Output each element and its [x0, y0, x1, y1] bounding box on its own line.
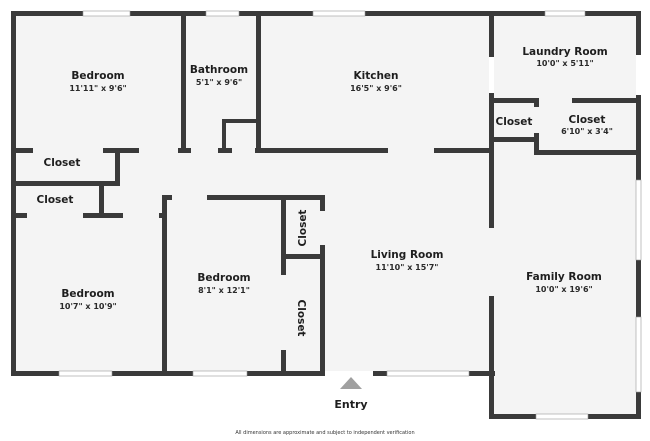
room-name: Closet	[37, 194, 74, 206]
window	[82, 10, 131, 17]
room-closet-hall-1: Closet	[44, 157, 81, 169]
window	[192, 370, 248, 377]
window	[58, 370, 113, 377]
room-dimensions: 10'0" x 19'6"	[535, 285, 592, 294]
room-name: Closet	[496, 116, 533, 128]
room-dimensions: 6'10" x 3'4"	[561, 127, 613, 136]
entry-label: Entry	[334, 398, 367, 411]
room-bedroom-2: Bedroom 10'7" x 10'9"	[59, 288, 116, 311]
room-dimensions: 11'11" x 9'6"	[69, 84, 126, 93]
window	[312, 10, 366, 17]
floor-fills	[14, 14, 636, 416]
room-dimensions: 5'1" x 9'6"	[196, 78, 242, 87]
room-closet-bedroom3-top: Closet	[297, 210, 309, 247]
room-closet-laundry-large: Closet 6'10" x 3'4"	[561, 114, 613, 136]
room-name: Bedroom	[71, 70, 124, 82]
room-dimensions: 8'1" x 12'1"	[198, 286, 250, 295]
window	[205, 10, 240, 17]
room-name: Closet	[295, 300, 307, 337]
room-name: Bedroom	[61, 288, 114, 300]
room-closet-laundry-small: Closet	[496, 116, 533, 128]
interior-walls	[11, 11, 641, 376]
room-family-room: Family Room 10'0" x 19'6"	[526, 271, 602, 294]
room-name: Laundry Room	[522, 46, 607, 58]
room-closet-bedroom3-bottom: Closet	[295, 300, 307, 337]
room-name: Closet	[297, 210, 309, 247]
window	[535, 413, 589, 420]
room-name: Closet	[569, 114, 606, 126]
room-name: Bedroom	[197, 272, 250, 284]
room-name: Bathroom	[190, 64, 248, 76]
window	[544, 10, 586, 17]
window	[386, 370, 470, 377]
room-kitchen: Kitchen 16'5" x 9'6"	[350, 70, 402, 93]
room-dimensions: 10'7" x 10'9"	[59, 302, 116, 311]
window	[635, 179, 642, 261]
room-bathroom: Bathroom 5'1" x 9'6"	[190, 64, 248, 87]
room-name: Kitchen	[353, 70, 398, 82]
room-dimensions: 11'10" x 15'7"	[376, 263, 439, 272]
room-laundry: Laundry Room 10'0" x 5'11"	[522, 46, 607, 68]
room-name: Family Room	[526, 271, 602, 283]
window	[635, 316, 642, 393]
door-openings	[325, 55, 641, 376]
entry-arrow-icon	[340, 377, 362, 389]
room-living-room: Living Room 11'10" x 15'7"	[371, 249, 444, 272]
room-closet-hall-2: Closet	[37, 194, 74, 206]
room-bedroom-1: Bedroom 11'11" x 9'6"	[69, 70, 126, 93]
room-name: Living Room	[371, 249, 444, 261]
disclaimer-text: All dimensions are approximate and subje…	[235, 430, 415, 436]
room-name: Closet	[44, 157, 81, 169]
room-dimensions: 16'5" x 9'6"	[350, 84, 402, 93]
room-dimensions: 10'0" x 5'11"	[536, 59, 593, 68]
windows	[58, 10, 642, 420]
room-bedroom-3: Bedroom 8'1" x 12'1"	[197, 272, 250, 295]
